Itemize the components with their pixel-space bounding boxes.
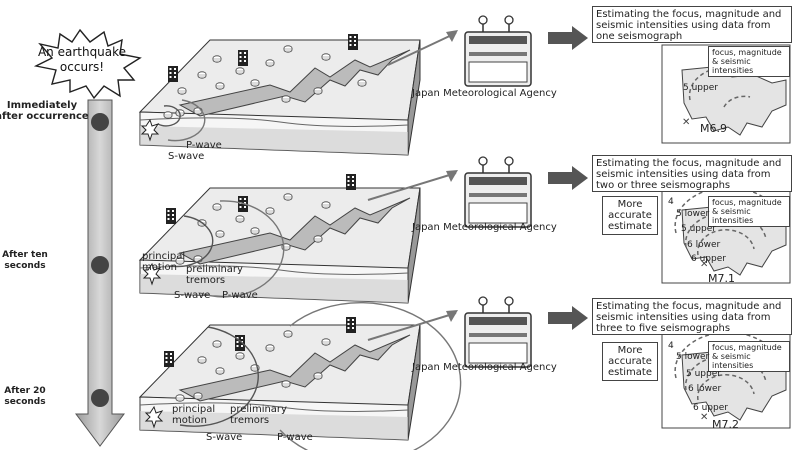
intensity-map-3: ✕ [661, 329, 791, 429]
p-wave-label: P-wave [222, 290, 258, 301]
estimate-text: Estimating the focus, magnitude and seis… [592, 155, 792, 192]
intensity-label: 6 upper [693, 403, 728, 413]
earthquake-burst [33, 28, 142, 100]
data-arrow [387, 32, 457, 66]
right-arrow-icon [548, 26, 588, 50]
svg-text:✕: ✕ [682, 117, 690, 128]
intensity-label: 5 lower [676, 209, 710, 219]
map-legend: focus, magnitude & seismic intensities [708, 196, 790, 227]
timeline-dot [91, 113, 109, 131]
magnitude-label: M6.9 [700, 122, 727, 135]
magnitude-label: M7.1 [708, 272, 735, 285]
agency-label: Japan Meteorological Agency [412, 88, 557, 99]
agency-building-icon [464, 15, 532, 87]
intensity-label: 5 upper [686, 369, 721, 379]
intensity-label: 6 lower [688, 384, 722, 394]
intensity-label: 5 upper [683, 83, 718, 93]
intensity-label: 4 [668, 197, 674, 207]
agency-building-icon [464, 296, 532, 368]
terrain-slab-2 [139, 174, 421, 304]
intensity-label: 6 upper [691, 254, 726, 264]
principal-motion-label: principal motion [172, 404, 216, 426]
timeline-dot [91, 256, 109, 274]
s-wave-label: S-wave [174, 290, 211, 301]
timeline-dot [91, 389, 109, 407]
estimate-text: Estimating the focus, magnitude and seis… [592, 298, 792, 335]
intensity-label: 6 lower [687, 240, 721, 250]
timeline-label: Immediately after occurrence [0, 100, 89, 122]
agency-label: Japan Meteorological Agency [412, 362, 557, 373]
svg-text:✕: ✕ [700, 412, 708, 423]
right-arrow-icon [548, 306, 588, 330]
timeline-label: After 20 seconds [4, 386, 46, 407]
intensity-label: 4 [668, 341, 674, 351]
terrain-slab-1 [139, 34, 421, 156]
timeline-label: After ten seconds [2, 250, 48, 271]
map-legend: focus, magnitude & seismic intensities [708, 46, 790, 77]
data-arrow [367, 312, 457, 341]
preliminary-tremors-label: preliminary tremors [230, 404, 287, 426]
estimate-text: Estimating the focus, magnitude and seis… [592, 6, 792, 43]
p-wave-label: P-wave [186, 140, 222, 151]
intensity-map-2: ✕ [661, 184, 791, 284]
more-accurate-note: More accurate estimate [602, 342, 658, 381]
more-accurate-note: More accurate estimate [602, 196, 658, 235]
p-wave-label: P-wave [277, 432, 313, 443]
principal-motion-label: principal motion [142, 251, 186, 273]
right-arrow-icon [548, 166, 588, 190]
map-legend: focus, magnitude & seismic intensities [708, 341, 790, 372]
magnitude-label: M7.2 [712, 418, 739, 431]
agency-building-icon [464, 156, 532, 228]
earthquake-burst-text: An earthquake occurs! [37, 45, 127, 74]
intensity-label: 5 lower [676, 352, 710, 362]
s-wave-label: S-wave [168, 151, 205, 162]
s-wave-label: S-wave [206, 432, 243, 443]
svg-text:✕: ✕ [700, 259, 708, 270]
terrain-slab-3 [139, 302, 462, 450]
agency-label: Japan Meteorological Agency [412, 222, 557, 233]
preliminary-tremors-label: preliminary tremors [186, 264, 243, 286]
intensity-label: 5 upper [681, 224, 716, 234]
data-arrow [367, 172, 457, 201]
